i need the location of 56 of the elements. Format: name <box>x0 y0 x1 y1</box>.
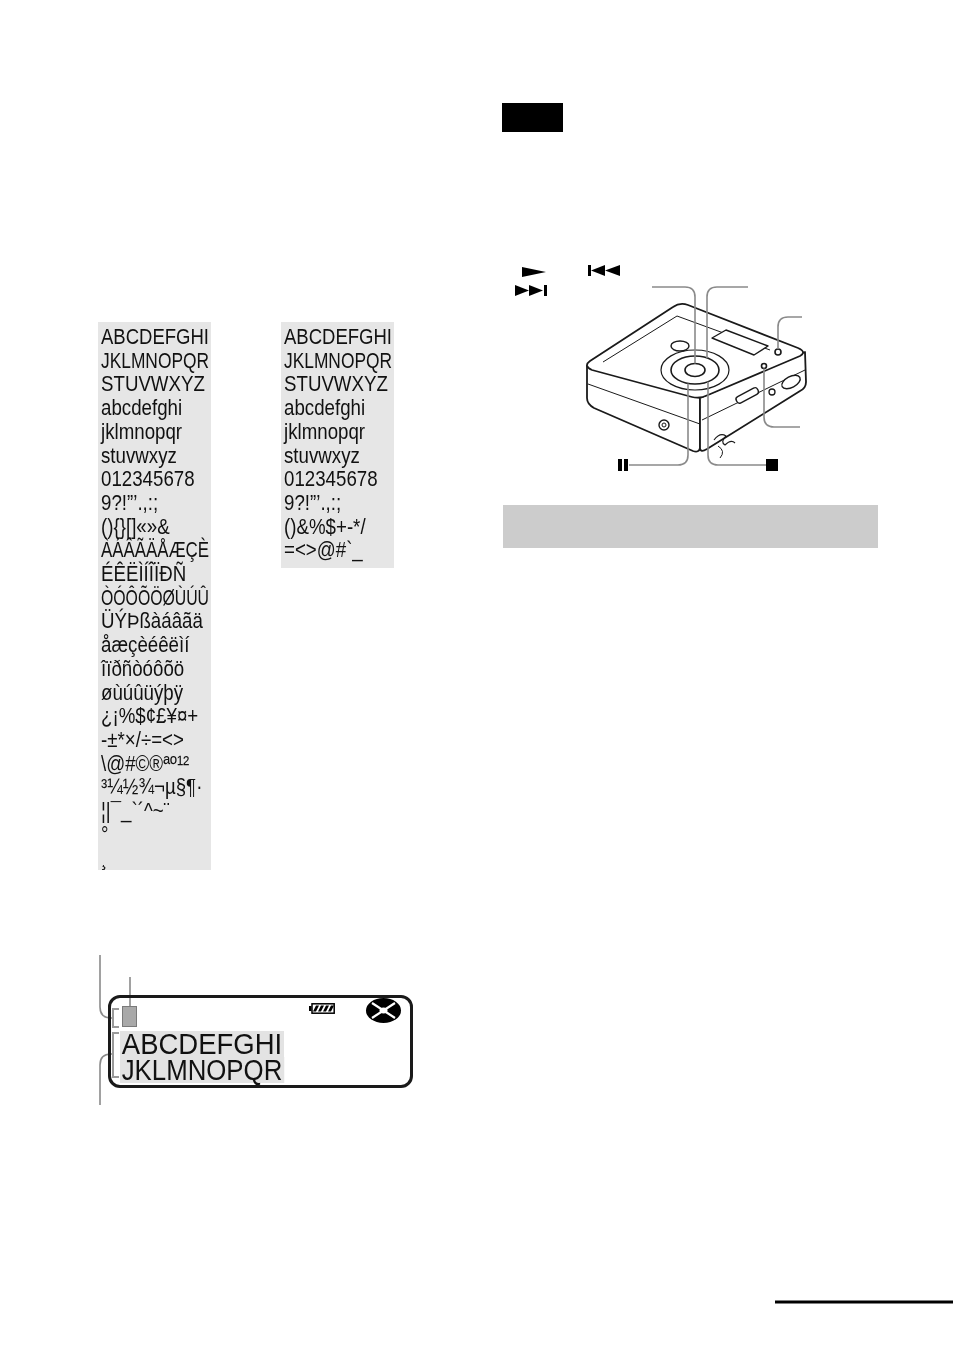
character-row: abcdefghi <box>101 396 183 420</box>
character-row: STUVWXYZ <box>284 372 388 397</box>
character-row: JKLMNOPQR <box>284 348 392 373</box>
pause-icon <box>617 459 629 471</box>
character-row: ° <box>101 822 109 847</box>
character-row: \@#©®ªº¹² <box>101 751 190 776</box>
center-button <box>684 362 706 378</box>
character-panel <box>98 322 211 870</box>
leader-line <box>129 976 131 1007</box>
character-row: stuvwxyz <box>101 443 177 468</box>
indicator-block <box>122 1006 137 1027</box>
character-row: øùúûüýþÿ <box>101 680 184 705</box>
character-row: jklmnopqr <box>284 419 366 444</box>
lcd-display <box>108 995 413 1088</box>
character-row: ÀÁÂÃÄÅÆÇÈ <box>101 538 209 562</box>
bracket <box>112 1032 119 1078</box>
indicator-lamp <box>774 348 782 356</box>
character-row: =<>@#`_ <box>284 538 363 562</box>
character-row: 9?!”’.,:; <box>101 490 159 515</box>
leader-line <box>763 367 801 428</box>
leader-line <box>99 954 113 1019</box>
character-row: ()&%$+-*/ <box>284 514 366 539</box>
display-text: ABCDEFGHI <box>120 1031 284 1057</box>
leader-line <box>706 286 749 359</box>
character-row: ÜÝÞßàáâãä <box>101 609 203 634</box>
character-row: abcdefghi <box>284 396 366 420</box>
character-row: STUVWXYZ <box>101 372 205 397</box>
bracket <box>112 1008 119 1028</box>
character-row: ³¼½¾¬µ§¶· <box>101 775 203 799</box>
character-row: (){}[]«»& <box>101 514 170 539</box>
note-tab <box>502 103 563 132</box>
character-row: åæçèéêëìí <box>101 633 190 657</box>
leader-line <box>651 286 696 365</box>
character-row: 9?!”’.,:; <box>284 490 342 515</box>
character-row: ABCDEFGHI <box>101 325 209 349</box>
display-text: JKLMNOPQR <box>120 1057 284 1083</box>
character-row: ABCDEFGHI <box>284 325 392 349</box>
character-row: ¦|¯_`´^~¨ <box>101 799 170 823</box>
character-row: jklmnopqr <box>101 419 183 444</box>
leader-line <box>707 380 767 466</box>
character-row: ¸ <box>101 846 108 871</box>
stop-icon <box>766 459 778 471</box>
control-ring <box>670 355 720 385</box>
character-row: stuvwxyz <box>284 443 360 468</box>
small-button <box>760 362 768 370</box>
character-panel <box>281 322 394 568</box>
leader-line <box>777 316 803 350</box>
heading-band <box>503 505 878 548</box>
character-row: îïðñòóôõö <box>101 656 185 681</box>
character-row: ¿¡%$¢£¥¤+ <box>101 704 199 728</box>
character-row: 012345678 <box>101 467 195 491</box>
character-row: 012345678 <box>284 467 378 491</box>
character-row: -±*×/÷=<> <box>101 727 184 752</box>
character-row: JKLMNOPQR <box>101 348 209 373</box>
leader-line <box>628 382 689 466</box>
character-row: ÉÊËÌÍÎÏÐÑ <box>101 562 187 586</box>
